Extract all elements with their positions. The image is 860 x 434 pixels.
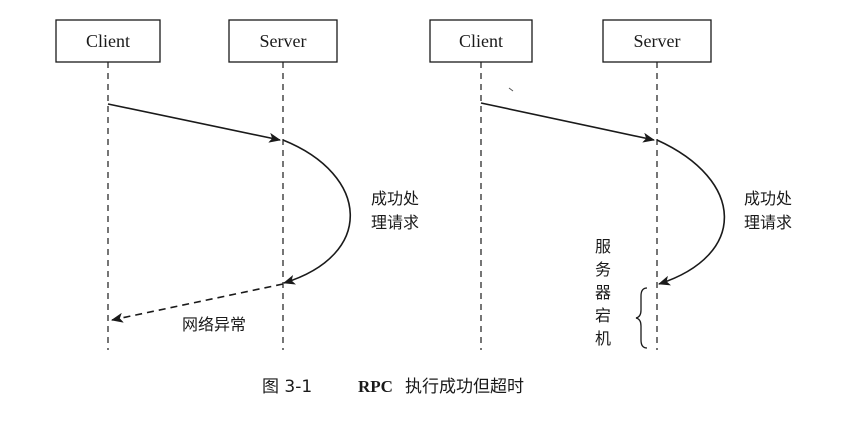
right-server-box: Server (602, 19, 712, 63)
left-server-label: Server (260, 31, 307, 51)
stray-tick-mark (508, 87, 514, 92)
left-client-box: Client (55, 19, 161, 63)
right-crash-char-2: 务 (595, 260, 611, 279)
right-crash-char-5: 机 (595, 329, 611, 348)
right-crash-char-1: 服 (595, 237, 611, 256)
right-processing-curve (656, 139, 726, 286)
caption-title-prefix: RPC (358, 377, 393, 396)
left-diagram: Client Server 成功处 理请求 网络异常 (55, 19, 419, 350)
right-client-box: Client (429, 19, 533, 63)
left-processing-curve (282, 139, 351, 285)
figure-caption: 图 3-1 RPC 执行成功但超时 (262, 377, 524, 397)
right-server-label: Server (634, 31, 681, 51)
left-request-arrow (107, 103, 281, 143)
caption-title-rest: 执行成功但超时 (405, 377, 524, 397)
right-processing-label-line1: 成功处 (744, 189, 792, 208)
left-error-label: 网络异常 (182, 315, 246, 334)
left-processing-label-line1: 成功处 (371, 189, 419, 208)
left-response-arrow-dashed (111, 283, 284, 323)
right-processing-label-line2: 理请求 (744, 213, 792, 232)
right-crash-char-4: 宕 (595, 306, 611, 325)
right-client-label: Client (459, 31, 503, 51)
left-client-label: Client (86, 31, 130, 51)
right-diagram: Client Server 成功处 理请求 服 务 器 宕 机 (429, 19, 792, 350)
caption-figure-number: 图 3-1 (262, 377, 312, 397)
right-crash-char-3: 器 (595, 283, 611, 302)
server-down-brace (635, 287, 648, 349)
right-request-arrow (480, 102, 655, 143)
left-processing-label-line2: 理请求 (371, 213, 419, 232)
left-server-box: Server (228, 19, 338, 63)
right-crash-label: 服 务 器 宕 机 (595, 237, 611, 348)
